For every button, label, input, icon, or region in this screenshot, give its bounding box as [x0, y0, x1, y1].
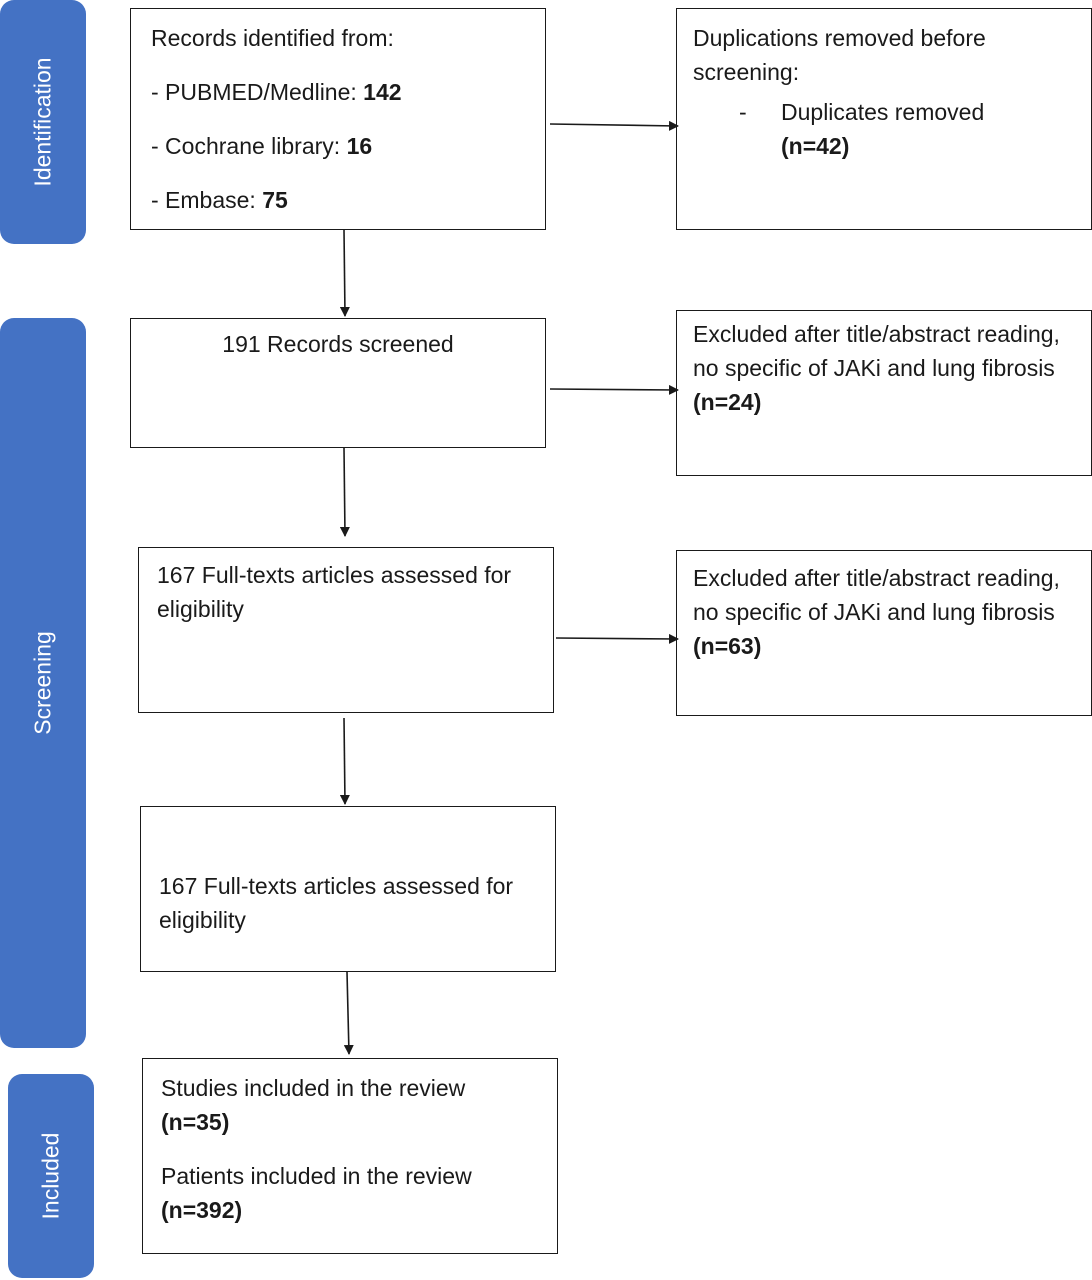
fulltext-1-text: 167 Full-texts articles assessed for eli…: [157, 562, 512, 622]
records-screened-text: 191 Records screened: [222, 331, 454, 357]
included-box: Studies included in the review (n=35) Pa…: [142, 1058, 558, 1254]
excluded-2-text: Excluded after title/abstract reading, n…: [693, 561, 1075, 663]
source-cochrane-count: 16: [346, 133, 373, 159]
duplicates-item-label: Duplicates removed: [781, 99, 985, 125]
duplicates-dash: -: [739, 99, 747, 125]
source-pubmed-label: - PUBMED/Medline:: [151, 79, 364, 105]
phase-screening: Screening: [0, 318, 86, 1048]
arrow-fulltext-1-to-excluded-2: [555, 633, 679, 644]
excluded-1-count: (n=24): [693, 389, 762, 415]
fulltext-2-text: 167 Full-texts articles assessed for eli…: [159, 873, 514, 933]
patients-included-count: (n=392): [161, 1197, 243, 1223]
duplicates-heading: Duplications removed before screening:: [693, 25, 986, 85]
arrow-screened-to-fulltext-1: [339, 447, 350, 537]
phase-included: Included: [8, 1074, 94, 1278]
records-identified-heading: Records identified from:: [151, 25, 394, 51]
arrow-fulltext-1-to-fulltext-2: [339, 717, 350, 805]
arrow-screened-to-excluded-1: [549, 384, 679, 395]
duplicates-count: (n=42): [781, 133, 850, 159]
duplicates-item: - Duplicates removed (n=42): [693, 95, 1071, 163]
patients-included-text: Patients included in the review: [161, 1163, 472, 1189]
source-pubmed-count: 142: [363, 79, 402, 105]
excluded-1-text: Excluded after title/abstract reading, n…: [693, 317, 1075, 419]
source-embase-label: - Embase:: [151, 187, 263, 213]
excluded-2-reason: Excluded after title/abstract reading, n…: [693, 565, 1060, 625]
excluded-1-reason: Excluded after title/abstract reading, n…: [693, 321, 1060, 381]
source-pubmed: - PUBMED/Medline: 142: [151, 75, 545, 109]
records-identified-box: Records identified from: - PUBMED/Medlin…: [130, 8, 546, 230]
fulltext-box-2: 167 Full-texts articles assessed for eli…: [140, 806, 556, 972]
phase-identification: Identification: [0, 0, 86, 244]
studies-included-text: Studies included in the review: [161, 1075, 466, 1101]
source-embase: - Embase: 75: [151, 183, 545, 217]
excluded-2-count: (n=63): [693, 633, 762, 659]
source-cochrane-label: - Cochrane library:: [151, 133, 347, 159]
source-cochrane: - Cochrane library: 16: [151, 129, 545, 163]
studies-included-count: (n=35): [161, 1109, 230, 1135]
arrow-fulltext-2-to-included: [343, 971, 354, 1055]
records-screened-box: 191 Records screened: [130, 318, 546, 448]
fulltext-box-1: 167 Full-texts articles assessed for eli…: [138, 547, 554, 713]
arrow-identified-to-duplicates: [549, 120, 679, 131]
arrow-identified-to-screened: [339, 229, 350, 317]
source-embase-count: 75: [262, 187, 288, 213]
excluded-box-2: Excluded after title/abstract reading, n…: [676, 550, 1092, 716]
excluded-box-1: Excluded after title/abstract reading, n…: [676, 310, 1092, 476]
